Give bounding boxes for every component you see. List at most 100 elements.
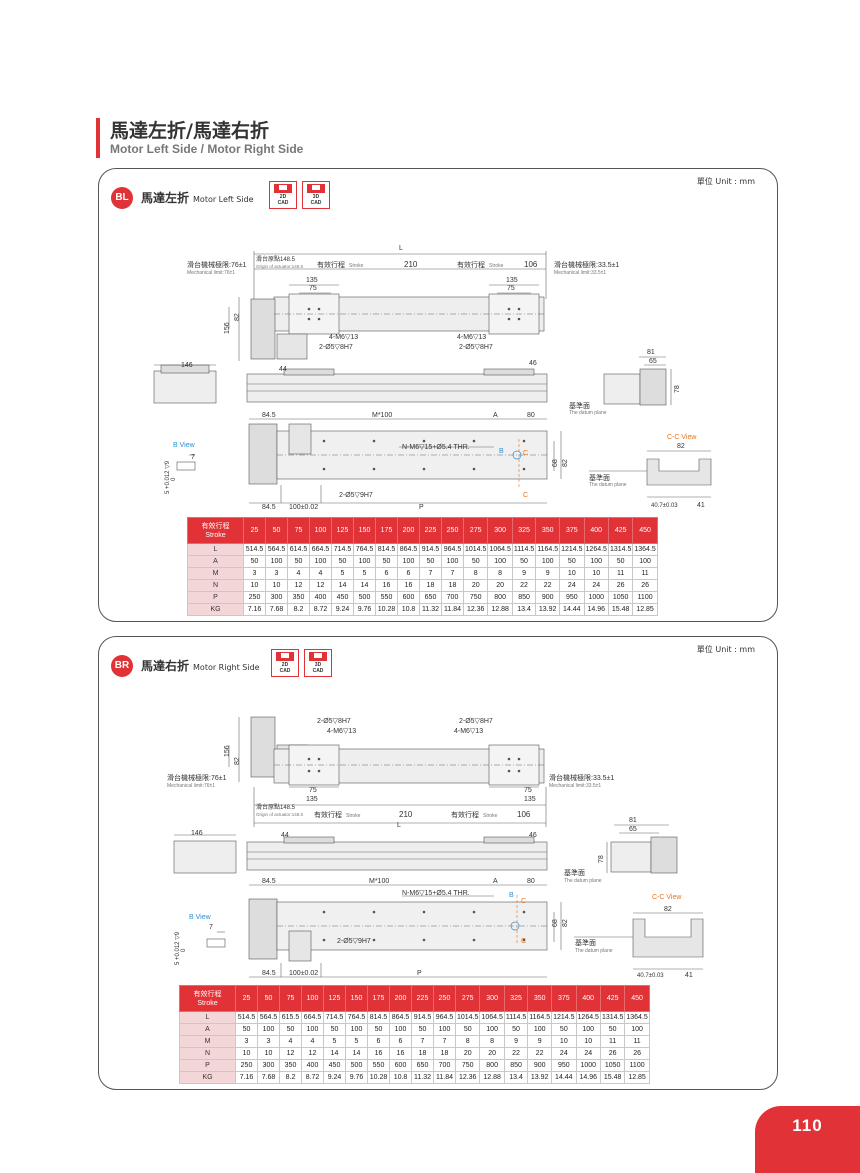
table-cell: 1364.5	[624, 1011, 650, 1024]
table-cell: 1164.5	[527, 1011, 553, 1024]
dim-mech-left-en: Mechanical limit:76±1	[167, 783, 215, 789]
table-cell: 100	[583, 555, 609, 568]
table-cell: 100	[309, 555, 332, 568]
table-cell: 26	[632, 579, 658, 592]
table-cell: 11	[599, 1035, 626, 1048]
table-cell: 50	[323, 1023, 346, 1036]
table-cell: 950	[559, 591, 585, 604]
table-cell: 50	[454, 1023, 481, 1036]
dim-100: 100±0.02	[289, 970, 318, 977]
stroke-header-zh: 有效行程	[201, 522, 230, 530]
dim-68: 68	[552, 919, 559, 927]
dim-135-left: 135	[306, 277, 318, 284]
table-cell: 100	[353, 555, 376, 568]
dim-40-7: 40.7±0.03	[651, 503, 678, 509]
dim-origin: 滑台原點148.5	[256, 803, 296, 811]
stroke-column-header: 200	[397, 517, 420, 544]
table-cell: 100	[527, 1023, 553, 1036]
table-cell: 7	[419, 567, 442, 580]
row-label: L	[187, 543, 244, 556]
table-cell: 14	[323, 1047, 346, 1060]
dim-P: P	[417, 970, 422, 977]
table-cell: 5	[353, 567, 376, 580]
page-subtitle: Motor Left Side / Motor Right Side	[110, 142, 304, 156]
dim-41: 41	[685, 972, 693, 979]
table-cell: 16	[375, 579, 398, 592]
dim-7: 7	[191, 454, 195, 461]
stroke-column-header: 325	[511, 517, 537, 544]
table-cell: 6	[375, 567, 398, 580]
table-cell: 1314.5	[607, 543, 634, 556]
row-label: M	[179, 1035, 236, 1048]
stroke-column-header: 250	[441, 517, 464, 544]
table-cell: 50	[287, 555, 310, 568]
stroke-column-header: 25	[243, 517, 266, 544]
table-cell: 8.72	[309, 603, 332, 616]
dim-135-right: 135	[524, 796, 536, 803]
dim-75-right: 75	[524, 787, 532, 794]
table-cell: 50	[243, 555, 266, 568]
dim-82: 82	[234, 757, 241, 765]
page-title: 馬達左折/馬達右折	[110, 120, 269, 142]
stroke-column-header: 50	[265, 517, 288, 544]
table-cell: 14.96	[583, 603, 609, 616]
stroke-column-header: 375	[559, 517, 585, 544]
table-cell: 22	[511, 579, 537, 592]
table-cell: 100	[575, 1023, 601, 1036]
table-cell: 250	[243, 591, 266, 604]
table-cell: 20	[462, 579, 489, 592]
table-cell: 814.5	[375, 543, 398, 556]
section-title-zh: 馬達左折	[141, 191, 190, 205]
row-label: N	[187, 579, 244, 592]
table-cell: 400	[309, 591, 332, 604]
table-cell: 615.5	[279, 1011, 302, 1024]
stroke-column-header: 150	[345, 985, 368, 1012]
table-cell: 24	[583, 579, 609, 592]
table-cell: 6	[367, 1035, 390, 1048]
datum-label-cc-en: The datum plane	[575, 948, 613, 954]
dim-A: A	[493, 412, 498, 419]
table-cell: 13.92	[535, 603, 561, 616]
cad-2d-sub: CAD	[277, 200, 289, 206]
datum-label-en: The datum plane	[569, 410, 607, 416]
dim-156: 156	[224, 745, 231, 757]
dim-thread: N-M6▽15+Ø5.4 THR.	[402, 890, 470, 897]
dim-pin8-right: 2-Ø5▽8H7	[459, 718, 493, 725]
dim-44: 44	[279, 366, 287, 373]
stroke-column-header: 125	[323, 985, 346, 1012]
dim-m6-right: 4-M6▽13	[454, 728, 483, 735]
dim-68: 68	[552, 459, 559, 467]
dim-stroke-right-en: Stroke	[489, 263, 504, 269]
page-number: 110	[755, 1106, 860, 1173]
dim-65: 65	[649, 358, 657, 365]
table-cell: 9.24	[331, 603, 354, 616]
dim-m6-left: 4-M6▽13	[329, 334, 358, 341]
dim-146: 146	[191, 830, 203, 837]
table-cell: 7	[433, 1035, 456, 1048]
table-cell: 914.5	[419, 543, 442, 556]
table-cell: 24	[575, 1047, 601, 1060]
table-cell: 7.16	[243, 603, 266, 616]
dim-m6-right: 4-M6▽13	[457, 334, 486, 341]
table-cell: 6	[389, 1035, 412, 1048]
cad-2d-label: 2D	[279, 194, 287, 200]
table-cell: 964.5	[433, 1011, 456, 1024]
stroke-column-header: 125	[331, 517, 354, 544]
table-cell: 850	[511, 591, 537, 604]
dim-210: 210	[399, 810, 413, 819]
cad-2d-sub: CAD	[279, 668, 291, 674]
dim-106: 106	[524, 260, 538, 269]
table-cell: 9	[527, 1035, 553, 1048]
dim-146: 146	[181, 362, 193, 369]
dim-pin9: 2-Ø5▽9H7	[339, 492, 373, 499]
